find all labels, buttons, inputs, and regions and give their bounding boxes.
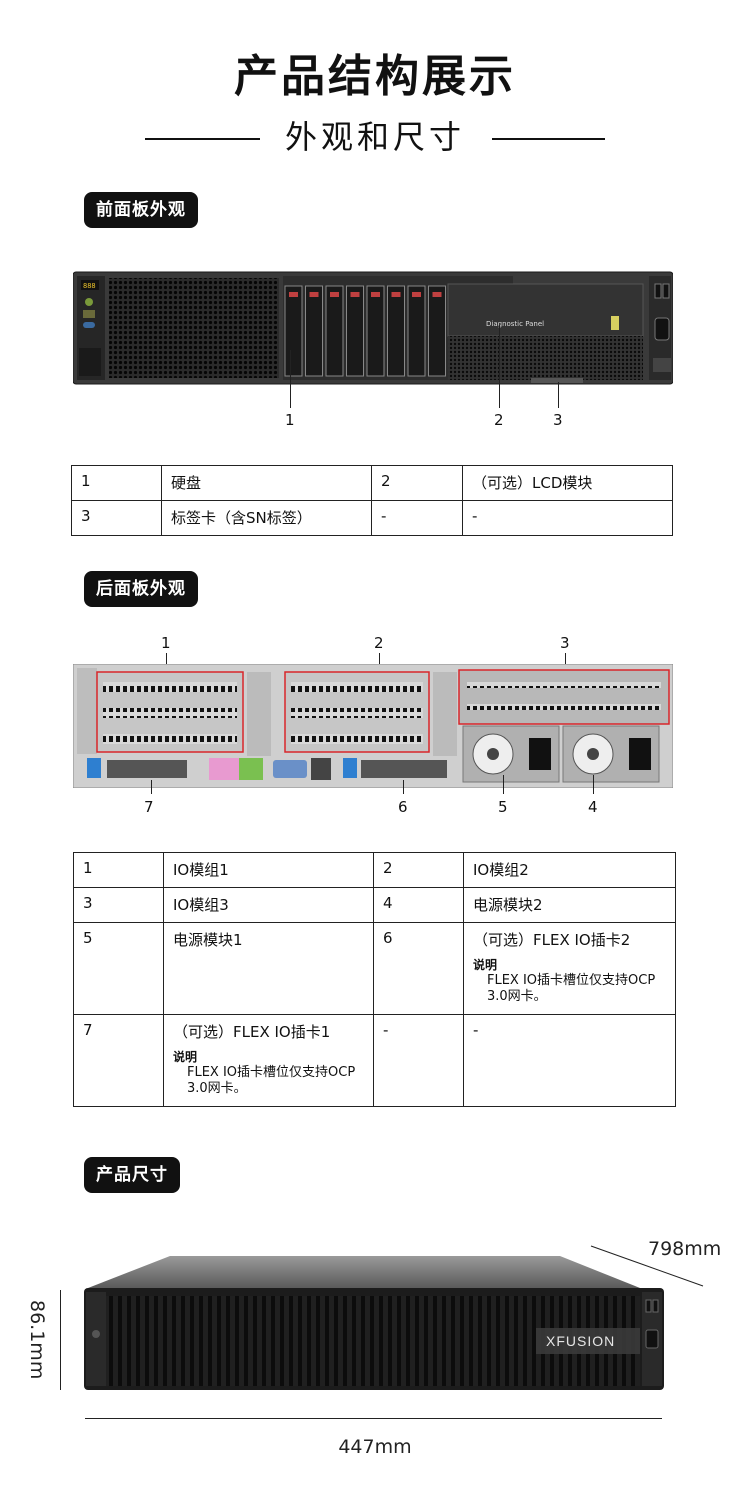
table-cell: IO模组2	[463, 852, 676, 888]
callout-line-r4	[593, 775, 594, 794]
table-row: 5 电源模块1 6 （可选）FLEX IO插卡2 说明 FLEX IO插卡槽位仅…	[73, 922, 676, 1015]
table-row: 1 硬盘 2 （可选）LCD模块	[71, 465, 673, 501]
drive-bay	[366, 285, 385, 377]
rear-callout-4: 4	[588, 798, 598, 816]
front-callout-2: 2	[494, 411, 504, 429]
width-line	[85, 1418, 662, 1419]
drive-led	[432, 292, 442, 297]
drive-led	[309, 292, 319, 297]
drive-bay	[407, 285, 426, 377]
table-cell: -	[462, 500, 673, 536]
callout-line-r5	[503, 775, 504, 794]
height-line	[60, 1290, 61, 1390]
rear-panel-table: 1 IO模组1 2 IO模组2 3 IO模组3 4 电源模块2 5 电源模块1 …	[73, 852, 676, 1107]
note-text: FLEX IO插卡槽位仅支持OCP 3.0网卡。	[187, 1065, 356, 1096]
table-cell: 1	[73, 852, 164, 888]
table-cell: -	[463, 1014, 676, 1107]
drive-bay	[284, 285, 303, 377]
table-row: 3 IO模组3 4 电源模块2	[73, 887, 676, 923]
callout-line-r6	[403, 780, 404, 794]
page-title: 产品结构展示	[234, 51, 516, 102]
table-cell: 2	[371, 465, 463, 501]
diagnostic-panel-label: Diagnostic Panel	[486, 320, 544, 328]
rear-callout-2: 2	[374, 634, 384, 652]
drive-bay	[428, 285, 446, 377]
subtitle-rule-right	[492, 138, 605, 140]
rear-callout-1: 1	[161, 634, 171, 652]
server-photo: XFUSION	[84, 1256, 664, 1390]
table-cell: IO模组1	[163, 852, 374, 888]
cell-text: （可选）FLEX IO插卡1	[173, 1023, 331, 1041]
table-cell: -	[373, 1014, 464, 1107]
table-row: 7 （可选）FLEX IO插卡1 说明 FLEX IO插卡槽位仅支持OCP 3.…	[73, 1014, 676, 1107]
table-cell: 3	[71, 500, 162, 536]
xfusion-logo: XFUSION	[546, 1333, 615, 1349]
table-cell: （可选）LCD模块	[462, 465, 673, 501]
callout-line-1	[290, 350, 291, 408]
drive-bay	[325, 285, 344, 377]
page-subtitle: 外观和尺寸	[284, 118, 465, 156]
drive-led	[350, 292, 360, 297]
drive-led	[330, 292, 339, 297]
table-row: 1 IO模组1 2 IO模组2	[73, 852, 676, 888]
table-cell: -	[371, 500, 463, 536]
front-callout-1: 1	[285, 411, 295, 429]
callout-line-r2	[379, 653, 380, 671]
table-cell: 标签卡（含SN标签）	[161, 500, 372, 536]
table-cell: 电源模块2	[463, 887, 676, 923]
callout-line-r7	[151, 780, 152, 794]
drive-led	[391, 292, 401, 297]
drive-led	[289, 292, 298, 297]
front-callout-3: 3	[553, 411, 563, 429]
drive-bay	[387, 285, 405, 377]
table-cell: 电源模块1	[163, 922, 374, 1015]
table-cell: （可选）FLEX IO插卡1 说明 FLEX IO插卡槽位仅支持OCP 3.0网…	[163, 1014, 374, 1107]
width-dimension: 447mm	[338, 1436, 412, 1458]
rear-callout-6: 6	[398, 798, 408, 816]
callout-line-2	[499, 325, 500, 408]
table-row: 3 标签卡（含SN标签） - -	[71, 500, 673, 536]
height-dimension: 86.1mm	[26, 1300, 48, 1380]
drive-bays	[284, 285, 446, 377]
front-panel-badge: 前面板外观	[84, 192, 198, 228]
callout-line-r3	[565, 653, 566, 669]
table-cell: IO模组3	[163, 887, 374, 923]
table-cell: 3	[73, 887, 164, 923]
table-cell: 1	[71, 465, 162, 501]
drive-bay	[346, 285, 364, 377]
note-text: FLEX IO插卡槽位仅支持OCP 3.0网卡。	[487, 973, 656, 1004]
note-title: 说明	[473, 958, 498, 972]
drive-led	[371, 292, 380, 297]
callout-line-r1	[166, 653, 167, 671]
table-cell: 2	[373, 852, 464, 888]
rear-callout-7: 7	[144, 798, 154, 816]
drive-led	[412, 292, 421, 297]
rear-panel-image	[73, 664, 673, 788]
drive-bay	[305, 285, 323, 377]
callout-line-3	[558, 382, 559, 408]
front-panel-table: 1 硬盘 2 （可选）LCD模块 3 标签卡（含SN标签） - -	[71, 465, 673, 536]
rear-panel-badge: 后面板外观	[84, 571, 198, 607]
table-cell: 硬盘	[161, 465, 372, 501]
subtitle-rule-left	[145, 138, 260, 140]
rear-callout-3: 3	[560, 634, 570, 652]
table-cell: 6	[373, 922, 464, 1015]
table-cell: 5	[73, 922, 164, 1015]
table-cell: （可选）FLEX IO插卡2 说明 FLEX IO插卡槽位仅支持OCP 3.0网…	[463, 922, 676, 1015]
front-panel-image: 888 Diagnostic Panel	[73, 271, 673, 385]
cell-text: （可选）FLEX IO插卡2	[473, 931, 631, 949]
table-cell: 7	[73, 1014, 164, 1107]
note-title: 说明	[173, 1050, 198, 1064]
depth-dimension: 798mm	[648, 1238, 722, 1260]
svg-text:888: 888	[83, 282, 96, 290]
depth-line	[590, 1245, 704, 1287]
table-cell: 4	[373, 887, 464, 923]
size-badge: 产品尺寸	[84, 1157, 180, 1193]
rear-callout-5: 5	[498, 798, 508, 816]
